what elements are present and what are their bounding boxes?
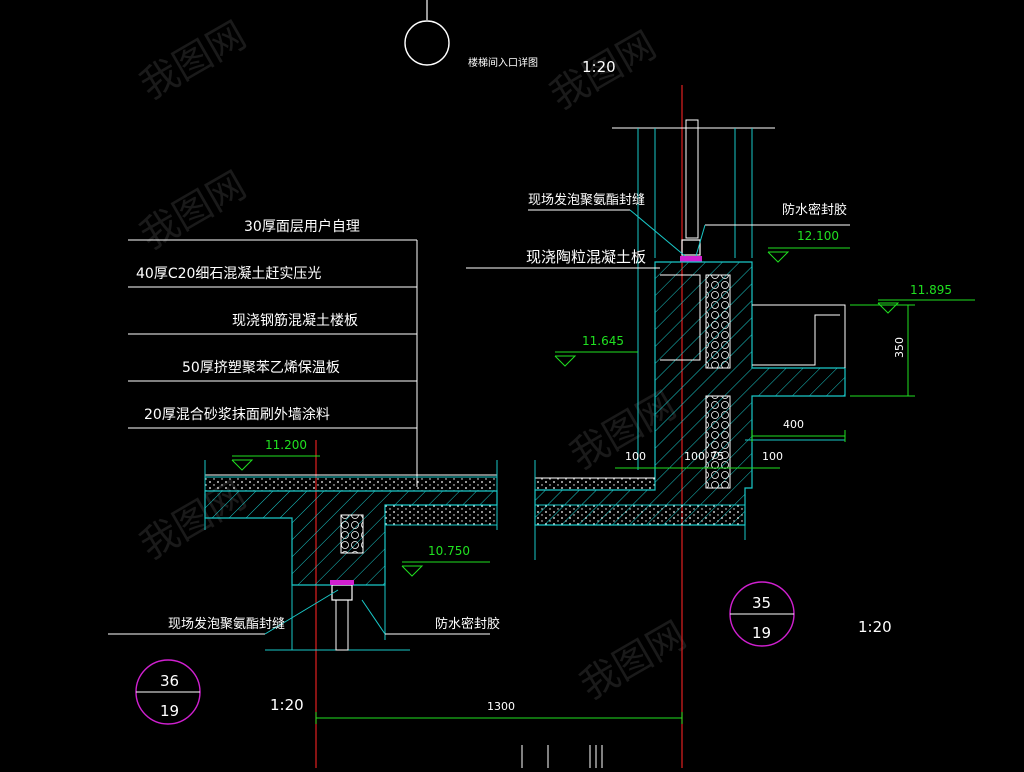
callout-waterproof-bottom: 防水密封胶: [435, 616, 500, 632]
section-marker-top: [404, 0, 450, 66]
detail-right-sheet: 19: [752, 624, 771, 642]
detail-right-number: 35: [752, 594, 771, 612]
dim-1300: 1300: [487, 700, 515, 713]
elevation-marks: [231, 247, 975, 577]
detail-left-number: 36: [160, 672, 179, 690]
layer-label-5: 20厚混合砂浆抹面刷外墙涂料: [144, 407, 330, 423]
elevation-11200: 11.200: [265, 438, 307, 452]
dim-100-c: 100: [762, 450, 783, 463]
bottom-fragments: [521, 745, 603, 768]
detail-left-sheet: 19: [160, 702, 179, 720]
callout-foam-top: 现场发泡聚氨酯封缝: [528, 192, 645, 208]
elevation-11895: 11.895: [910, 283, 952, 297]
left-slab-section: [204, 460, 498, 651]
svg-text:我图网: 我图网: [133, 163, 254, 258]
callout-waterproof-top: 防水密封胶: [782, 202, 847, 218]
callout-ceramsite-slab: 现浇陶粒混凝土板: [526, 248, 646, 266]
detail-marker-left: [135, 659, 201, 725]
detail-right-scale: 1:20: [858, 618, 892, 636]
elevation-12100: 12.100: [797, 229, 839, 243]
dim-100-b: 100: [684, 450, 705, 463]
layer-annotation-block: [128, 239, 418, 487]
svg-text:我图网: 我图网: [573, 613, 694, 708]
layer-label-3: 现浇钢筋混凝土楼板: [232, 312, 358, 329]
elevation-11645: 11.645: [582, 334, 624, 348]
dimension-lines: [315, 304, 915, 724]
elevation-10750: 10.750: [428, 544, 470, 558]
drawing-title: 楼梯间入口详图: [468, 56, 538, 69]
dim-100-a: 100: [625, 450, 646, 463]
callout-leaders: [108, 209, 850, 635]
detail-left-scale: 1:20: [270, 696, 304, 714]
callout-foam-bottom: 现场发泡聚氨酯封缝: [168, 616, 285, 632]
dim-400: 400: [783, 418, 804, 431]
svg-text:我图网: 我图网: [133, 13, 254, 108]
dim-75: 75: [710, 450, 724, 463]
dim-350: 350: [893, 337, 906, 358]
layer-label-2: 40厚C20细石混凝土赶实压光: [136, 266, 321, 282]
drawing-scale-top: 1:20: [582, 58, 616, 76]
layer-label-4: 50厚挤塑聚苯乙烯保温板: [182, 359, 340, 376]
detail-marker-right: [729, 581, 795, 647]
layer-label-1: 30厚面层用户自理: [244, 218, 360, 235]
right-wall-section: [534, 119, 846, 560]
